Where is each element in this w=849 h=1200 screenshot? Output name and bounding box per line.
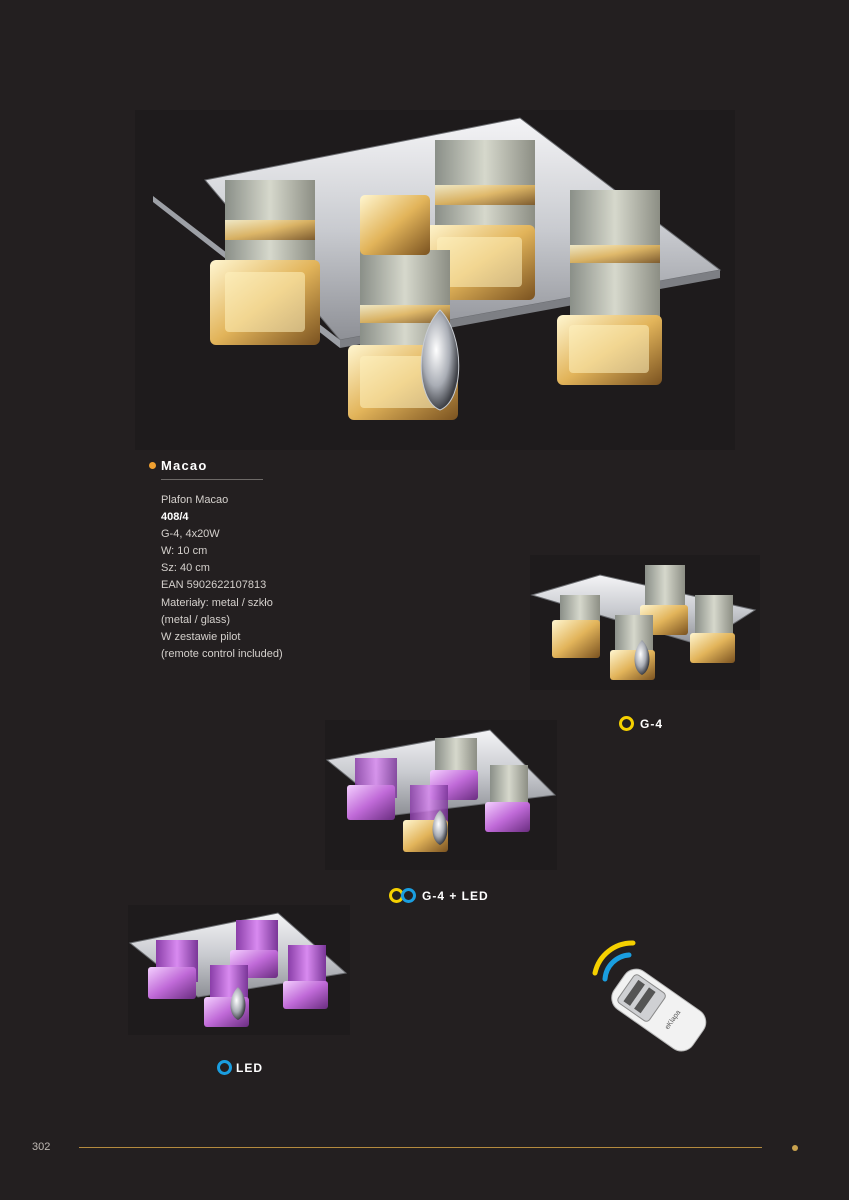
main-lamp-image (135, 110, 735, 450)
variant-g4-led-image (325, 720, 557, 870)
variant-led-image (128, 905, 350, 1035)
g4-ring-icon (619, 716, 634, 731)
spec-remote-en: (remote control included) (161, 647, 283, 660)
variant-led-label: LED (217, 1060, 263, 1075)
spec-materials: Materiały: metal / szkło (161, 596, 273, 609)
variant-g4-image (530, 555, 760, 690)
product-title: Macao (149, 458, 207, 473)
title-divider (161, 479, 263, 480)
spec-ean: EAN 5902622107813 (161, 579, 267, 592)
variant-g4-led-label: G-4 + LED (389, 888, 489, 903)
remote-control-image: eKlapa (585, 935, 710, 1060)
led-ring-icon (401, 888, 416, 903)
footer-rule (79, 1147, 762, 1148)
spec-bulb: G-4, 4x20W (161, 528, 220, 541)
led-ring-icon (217, 1060, 232, 1075)
spec-code: 408/4 (161, 511, 189, 524)
title-bullet-icon (149, 462, 156, 469)
product-specs: Plafon Macao 408/4 G-4, 4x20W W: 10 cm S… (161, 492, 283, 663)
page-number: 302 (32, 1141, 51, 1153)
product-name: Macao (161, 458, 208, 473)
spec-width: Sz: 40 cm (161, 562, 210, 575)
footer-dot-icon (792, 1145, 798, 1151)
variant-g4-label: G-4 (619, 716, 663, 731)
spec-remote: W zestawie pilot (161, 630, 241, 643)
spec-height: W: 10 cm (161, 545, 208, 558)
spec-name: Plafon Macao (161, 494, 229, 506)
spec-materials-en: (metal / glass) (161, 613, 231, 626)
